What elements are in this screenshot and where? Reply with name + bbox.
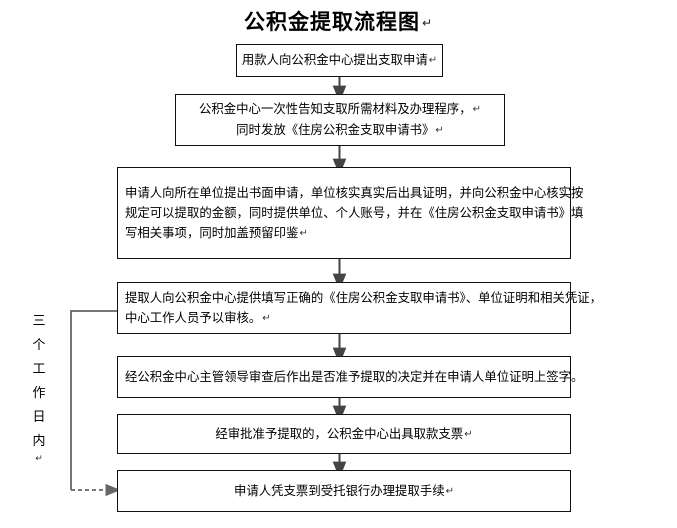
flow-node-line: 经公积金中心主管领导审查后作出是否准予提取的决定并在申请人单位证明上签字。 bbox=[125, 369, 584, 384]
three-working-days-label: 三 个 工 作 日 内 ↵ bbox=[26, 310, 52, 464]
flow-node-text: 公积金中心一次性告知支取所需材料及办理程序， bbox=[199, 101, 472, 116]
flow-node-text: 同时发放《住房公积金支取申请书》 bbox=[236, 122, 435, 137]
flow-node-bank-withdrawal-procedure[interactable]: 申请人凭支票到受托银行办理提取手续↵ bbox=[117, 470, 571, 512]
page-title: 公积金提取流程图↵ bbox=[0, 6, 677, 36]
flow-node-unit-verifies-and-certifies[interactable]: 申请人向所在单位提出书面申请，单位核实真实后出具证明，并向公积金中心核实按 规定… bbox=[117, 167, 584, 259]
flow-node-leader-approval-decision[interactable]: 经公积金中心主管领导审查后作出是否准予提取的决定并在申请人单位证明上签字。 bbox=[117, 356, 584, 398]
bracket-three-working-days bbox=[70, 310, 117, 490]
flow-node-text: 中心工作人员予以审核。 bbox=[125, 309, 262, 325]
flow-node-submit-documents-for-review[interactable]: 提取人向公积金中心提供填写正确的《住房公积金支取申请书》、单位证明和相关凭证， … bbox=[117, 282, 603, 334]
paragraph-mark-icon: ↵ bbox=[262, 312, 271, 324]
paragraph-mark-icon: ↵ bbox=[428, 55, 438, 66]
side-label-char: 工 bbox=[32, 362, 46, 377]
flow-node-line: 申请人向所在单位提出书面申请，单位核实真实后出具证明，并向公积金中心核实按 bbox=[125, 184, 584, 200]
paragraph-mark-icon: ↵ bbox=[445, 485, 455, 497]
flow-node-line: 写相关事项，同时加盖预留印鉴↵ bbox=[125, 223, 563, 244]
flow-node-line: 同时发放《住房公积金支取申请书》↵ bbox=[176, 120, 504, 141]
flow-node-text: 申请人凭支票到受托银行办理提取手续 bbox=[233, 482, 445, 498]
side-label-char: 日 bbox=[32, 410, 46, 425]
side-label-char: 三 bbox=[32, 314, 46, 329]
paragraph-mark-icon: ↵ bbox=[435, 125, 444, 136]
flow-node-line: 经审批准予提取的，公积金中心出具取款支票↵ bbox=[118, 424, 570, 445]
paragraph-mark-icon: ↵ bbox=[299, 227, 308, 239]
flow-node-issue-withdrawal-check[interactable]: 经审批准予提取的，公积金中心出具取款支票↵ bbox=[117, 414, 571, 454]
flow-node-line: 规定可以提取的金额，同时提供单位、个人账号，并在《住房公积金支取申请书》填 bbox=[125, 204, 584, 220]
flow-node-apply-to-fund-center[interactable]: 用款人向公积金中心提出支取申请↵ bbox=[236, 44, 443, 77]
flow-node-text: 写相关事项，同时加盖预留印鉴 bbox=[125, 224, 299, 240]
page-title-text: 公积金提取流程图 bbox=[243, 10, 420, 34]
paragraph-mark-icon: ↵ bbox=[421, 16, 434, 30]
flow-node-center-informs-materials[interactable]: 公积金中心一次性告知支取所需材料及办理程序，↵ 同时发放《住房公积金支取申请书》… bbox=[175, 94, 505, 146]
paragraph-mark-icon: ↵ bbox=[464, 428, 473, 440]
flow-node-line: 公积金中心一次性告知支取所需材料及办理程序，↵ bbox=[176, 99, 504, 120]
side-label-char: 内 bbox=[32, 434, 46, 449]
flow-node-line: 用款人向公积金中心提出支取申请↵ bbox=[237, 50, 442, 71]
paragraph-mark-icon: ↵ bbox=[35, 454, 43, 464]
flow-node-line: 申请人凭支票到受托银行办理提取手续↵ bbox=[118, 481, 570, 502]
flow-node-line: 提取人向公积金中心提供填写正确的《住房公积金支取申请书》、单位证明和相关凭证， bbox=[125, 289, 603, 305]
side-label-char: 个 bbox=[32, 338, 46, 353]
flow-node-text: 经审批准予提取的，公积金中心出具取款支票 bbox=[215, 425, 464, 441]
paragraph-mark-icon: ↵ bbox=[472, 104, 481, 115]
side-label-char: 作 bbox=[32, 386, 46, 401]
flow-node-line: 中心工作人员予以审核。↵ bbox=[125, 308, 563, 329]
flow-node-text: 用款人向公积金中心提出支取申请 bbox=[241, 52, 428, 67]
